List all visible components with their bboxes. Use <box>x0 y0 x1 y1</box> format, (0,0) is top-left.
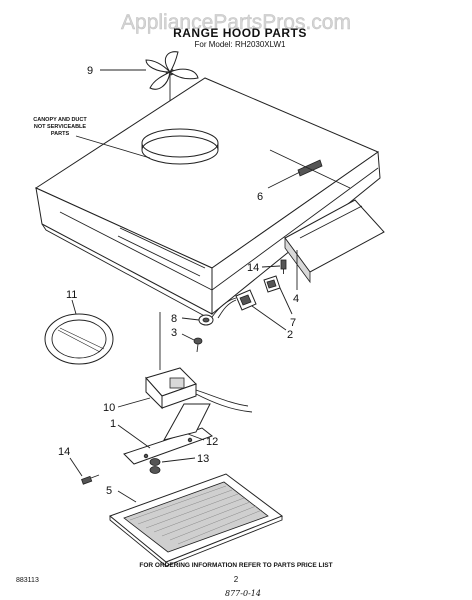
callout-10: 10 <box>103 402 115 414</box>
ordering-note: FOR ORDERING INFORMATION REFER TO PARTS … <box>139 562 332 569</box>
screw-upper[interactable] <box>280 259 287 274</box>
nuts[interactable] <box>149 458 161 474</box>
canopy-note-line-2: NOT SERVICEABLE <box>34 124 86 130</box>
leader-6 <box>267 171 301 189</box>
watermark: AppliancePartsPros.com <box>121 11 351 34</box>
leader-1 <box>117 424 151 449</box>
callout-1: 1 <box>110 418 116 430</box>
leader-11 <box>71 299 77 315</box>
leader-13 <box>161 457 196 463</box>
document-code: 883113 <box>16 577 39 584</box>
canopy-note-line-3: PARTS <box>51 131 70 137</box>
leader-8 <box>181 317 200 321</box>
leader-2 <box>251 305 287 331</box>
diffuser-ring[interactable] <box>44 313 114 365</box>
fan-blade[interactable] <box>145 51 199 132</box>
lamp-socket[interactable] <box>217 289 257 319</box>
screw-lower[interactable] <box>81 474 100 485</box>
callout-13: 13 <box>197 453 209 465</box>
motor-bracket[interactable] <box>123 403 214 465</box>
lens-bracket[interactable] <box>284 199 385 284</box>
callout-9: 9 <box>87 65 93 77</box>
fan-motor[interactable] <box>145 312 253 413</box>
callout-7: 7 <box>290 317 296 329</box>
grease-filter[interactable] <box>109 473 284 567</box>
model-number: For Model: RH2030XLW1 <box>195 40 287 49</box>
leader-12 <box>187 433 205 441</box>
control-panel-badge <box>269 149 351 189</box>
canopy-note: CANOPY AND DUCT NOT SERVICEABLE PARTS <box>33 117 87 137</box>
callout-8: 8 <box>171 313 177 325</box>
leader-canopy <box>75 135 151 159</box>
callout-4: 4 <box>293 293 299 305</box>
callout-11: 11 <box>66 289 77 301</box>
callout-3: 3 <box>171 327 177 339</box>
callout-14b: 14 <box>58 446 70 458</box>
diagram-title: RANGE HOOD PARTS <box>173 26 307 40</box>
page-number: 2 <box>234 575 239 584</box>
callout-12: 12 <box>206 436 218 448</box>
switch[interactable] <box>263 275 281 293</box>
leader-3 <box>181 333 195 341</box>
callout-5: 5 <box>106 485 112 497</box>
leader-14b <box>69 457 83 477</box>
screw-3[interactable] <box>193 337 203 353</box>
leader-14a <box>261 265 281 268</box>
leader-7 <box>279 287 293 315</box>
canopy-note-line-1: CANOPY AND DUCT <box>33 117 87 123</box>
cord-connector[interactable] <box>198 297 237 326</box>
callout-6: 6 <box>257 191 263 203</box>
hood-canopy <box>34 77 381 321</box>
leader-5 <box>117 490 137 503</box>
handwritten-code: 877-0-14 <box>225 589 261 598</box>
leader-10 <box>117 397 151 408</box>
callout-2: 2 <box>287 329 293 341</box>
callout-14a: 14 <box>247 262 259 274</box>
